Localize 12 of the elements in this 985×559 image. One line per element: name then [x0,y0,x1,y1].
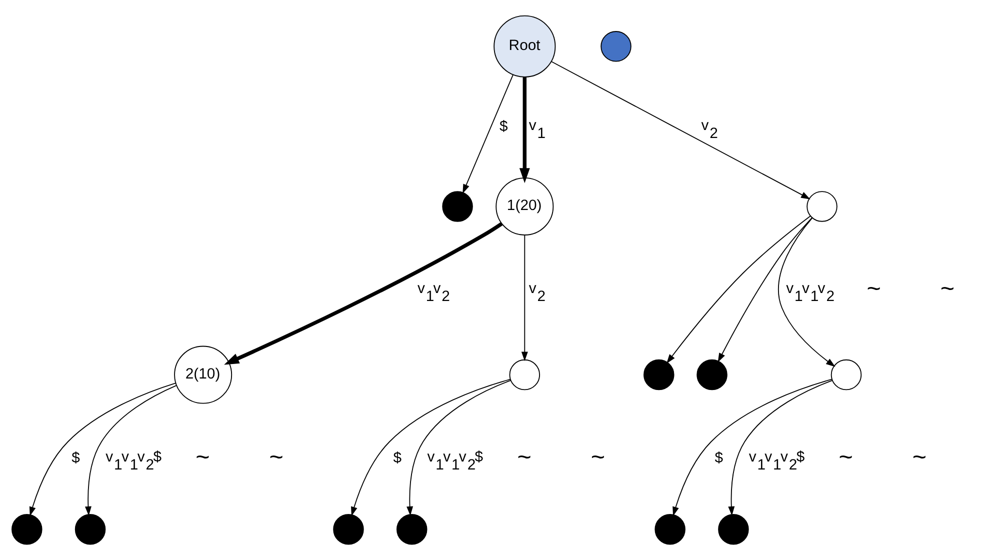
label: ~ [196,443,210,470]
edge-label: $ [714,450,724,466]
edge-label: $ [393,450,402,466]
edge-label: $ [499,118,508,134]
label: ~ [517,443,532,470]
label: ~ [590,443,605,470]
label: ~ [912,443,927,470]
label: ~ [838,443,853,470]
label: ~ [269,443,284,470]
label: ~ [940,275,955,302]
label: ~ [866,275,881,302]
edge-label: $ [72,450,80,466]
